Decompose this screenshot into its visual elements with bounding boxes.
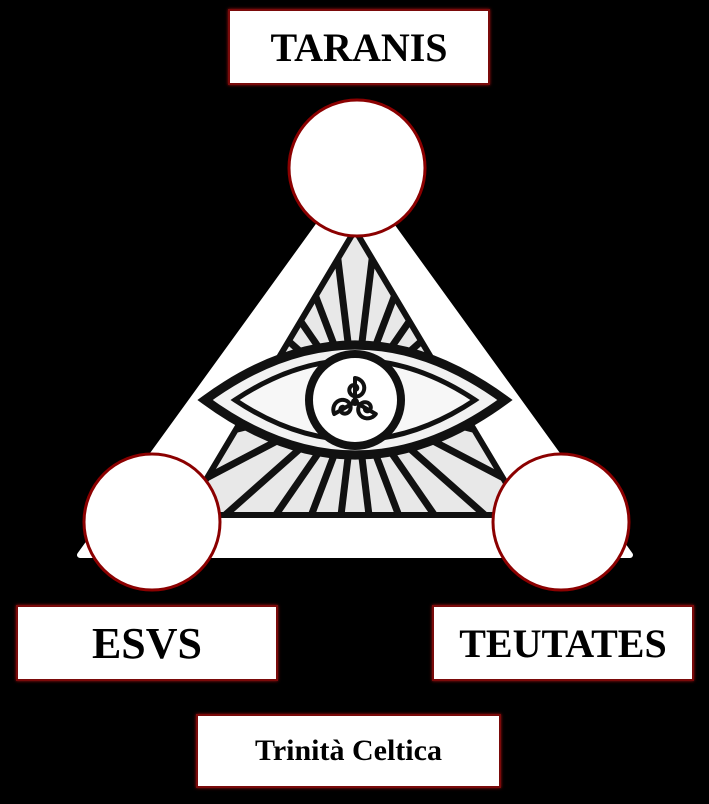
caption-trinita-celtica: Trinità Celtica (196, 714, 501, 788)
triskelion-icon (331, 376, 378, 421)
label-esvs: ESVS (16, 605, 278, 681)
triskelion-arm (347, 376, 367, 404)
vertex-circle-right (491, 452, 631, 592)
triskelion-arm (353, 400, 378, 421)
vertex-circle-left (82, 452, 222, 592)
triskelion-arm (331, 397, 357, 416)
vertex-circle-top (287, 98, 427, 238)
label-teutates: TEUTATES (432, 605, 694, 681)
label-taranis: TARANIS (228, 9, 490, 85)
triskelion-center (351, 398, 359, 406)
